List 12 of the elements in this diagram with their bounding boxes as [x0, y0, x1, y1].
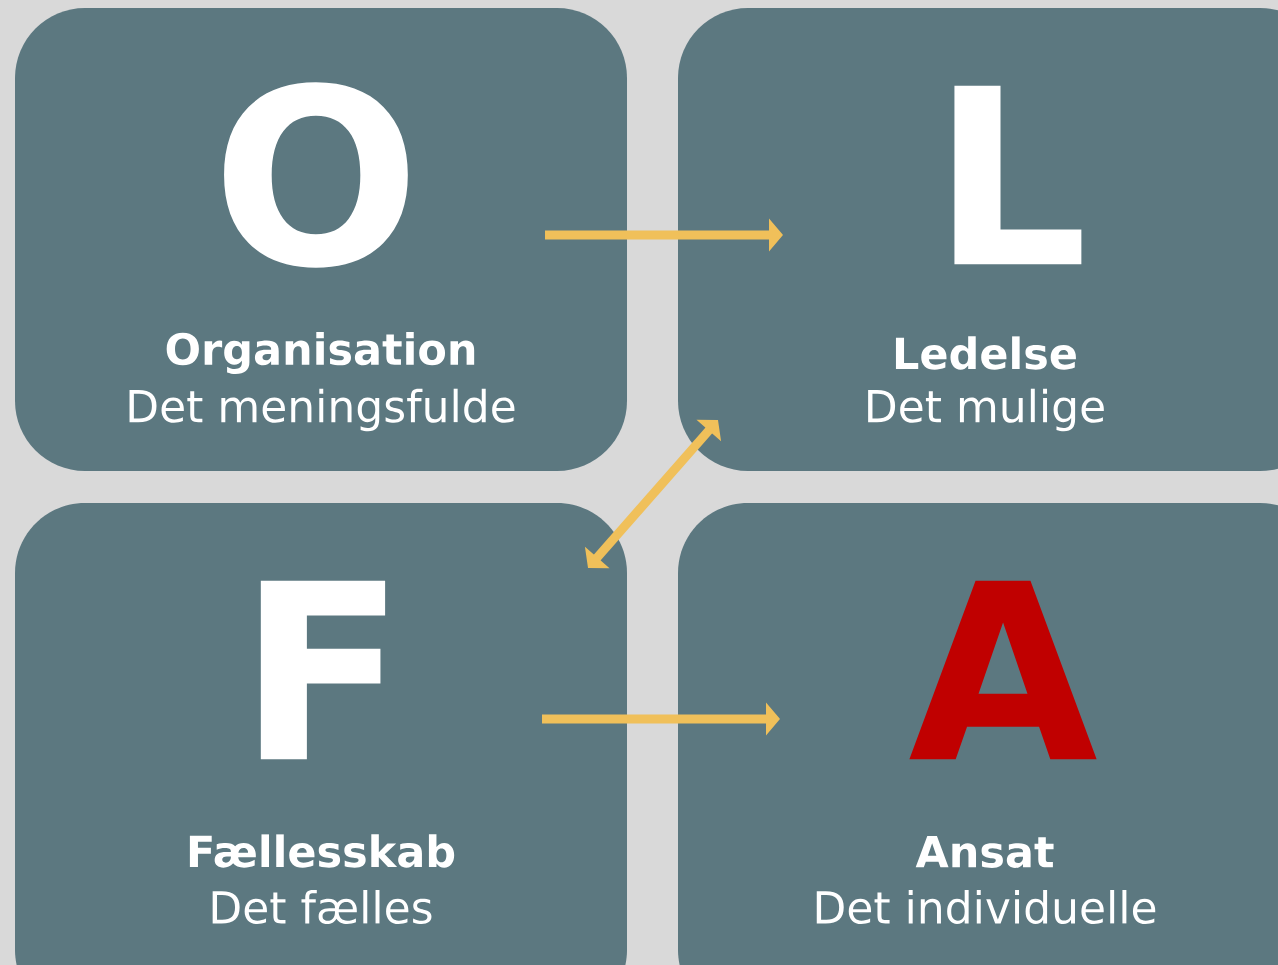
big-letter: A	[909, 580, 1097, 760]
heading: Organisation	[166, 332, 475, 374]
big-letter: L	[954, 85, 1082, 265]
heading: Ledelse	[895, 336, 1076, 370]
big-letter: O	[224, 82, 408, 268]
heading: Fællesskab	[189, 834, 455, 868]
subtitle: Det fælles	[212, 890, 432, 925]
subtitle: Det individuelle	[816, 890, 1156, 925]
heading: Ansat	[915, 836, 1054, 868]
subtitle: Det mulige	[868, 388, 1104, 432]
big-letter: F	[260, 580, 386, 760]
subtitle: Det meningsfulde	[129, 388, 515, 432]
